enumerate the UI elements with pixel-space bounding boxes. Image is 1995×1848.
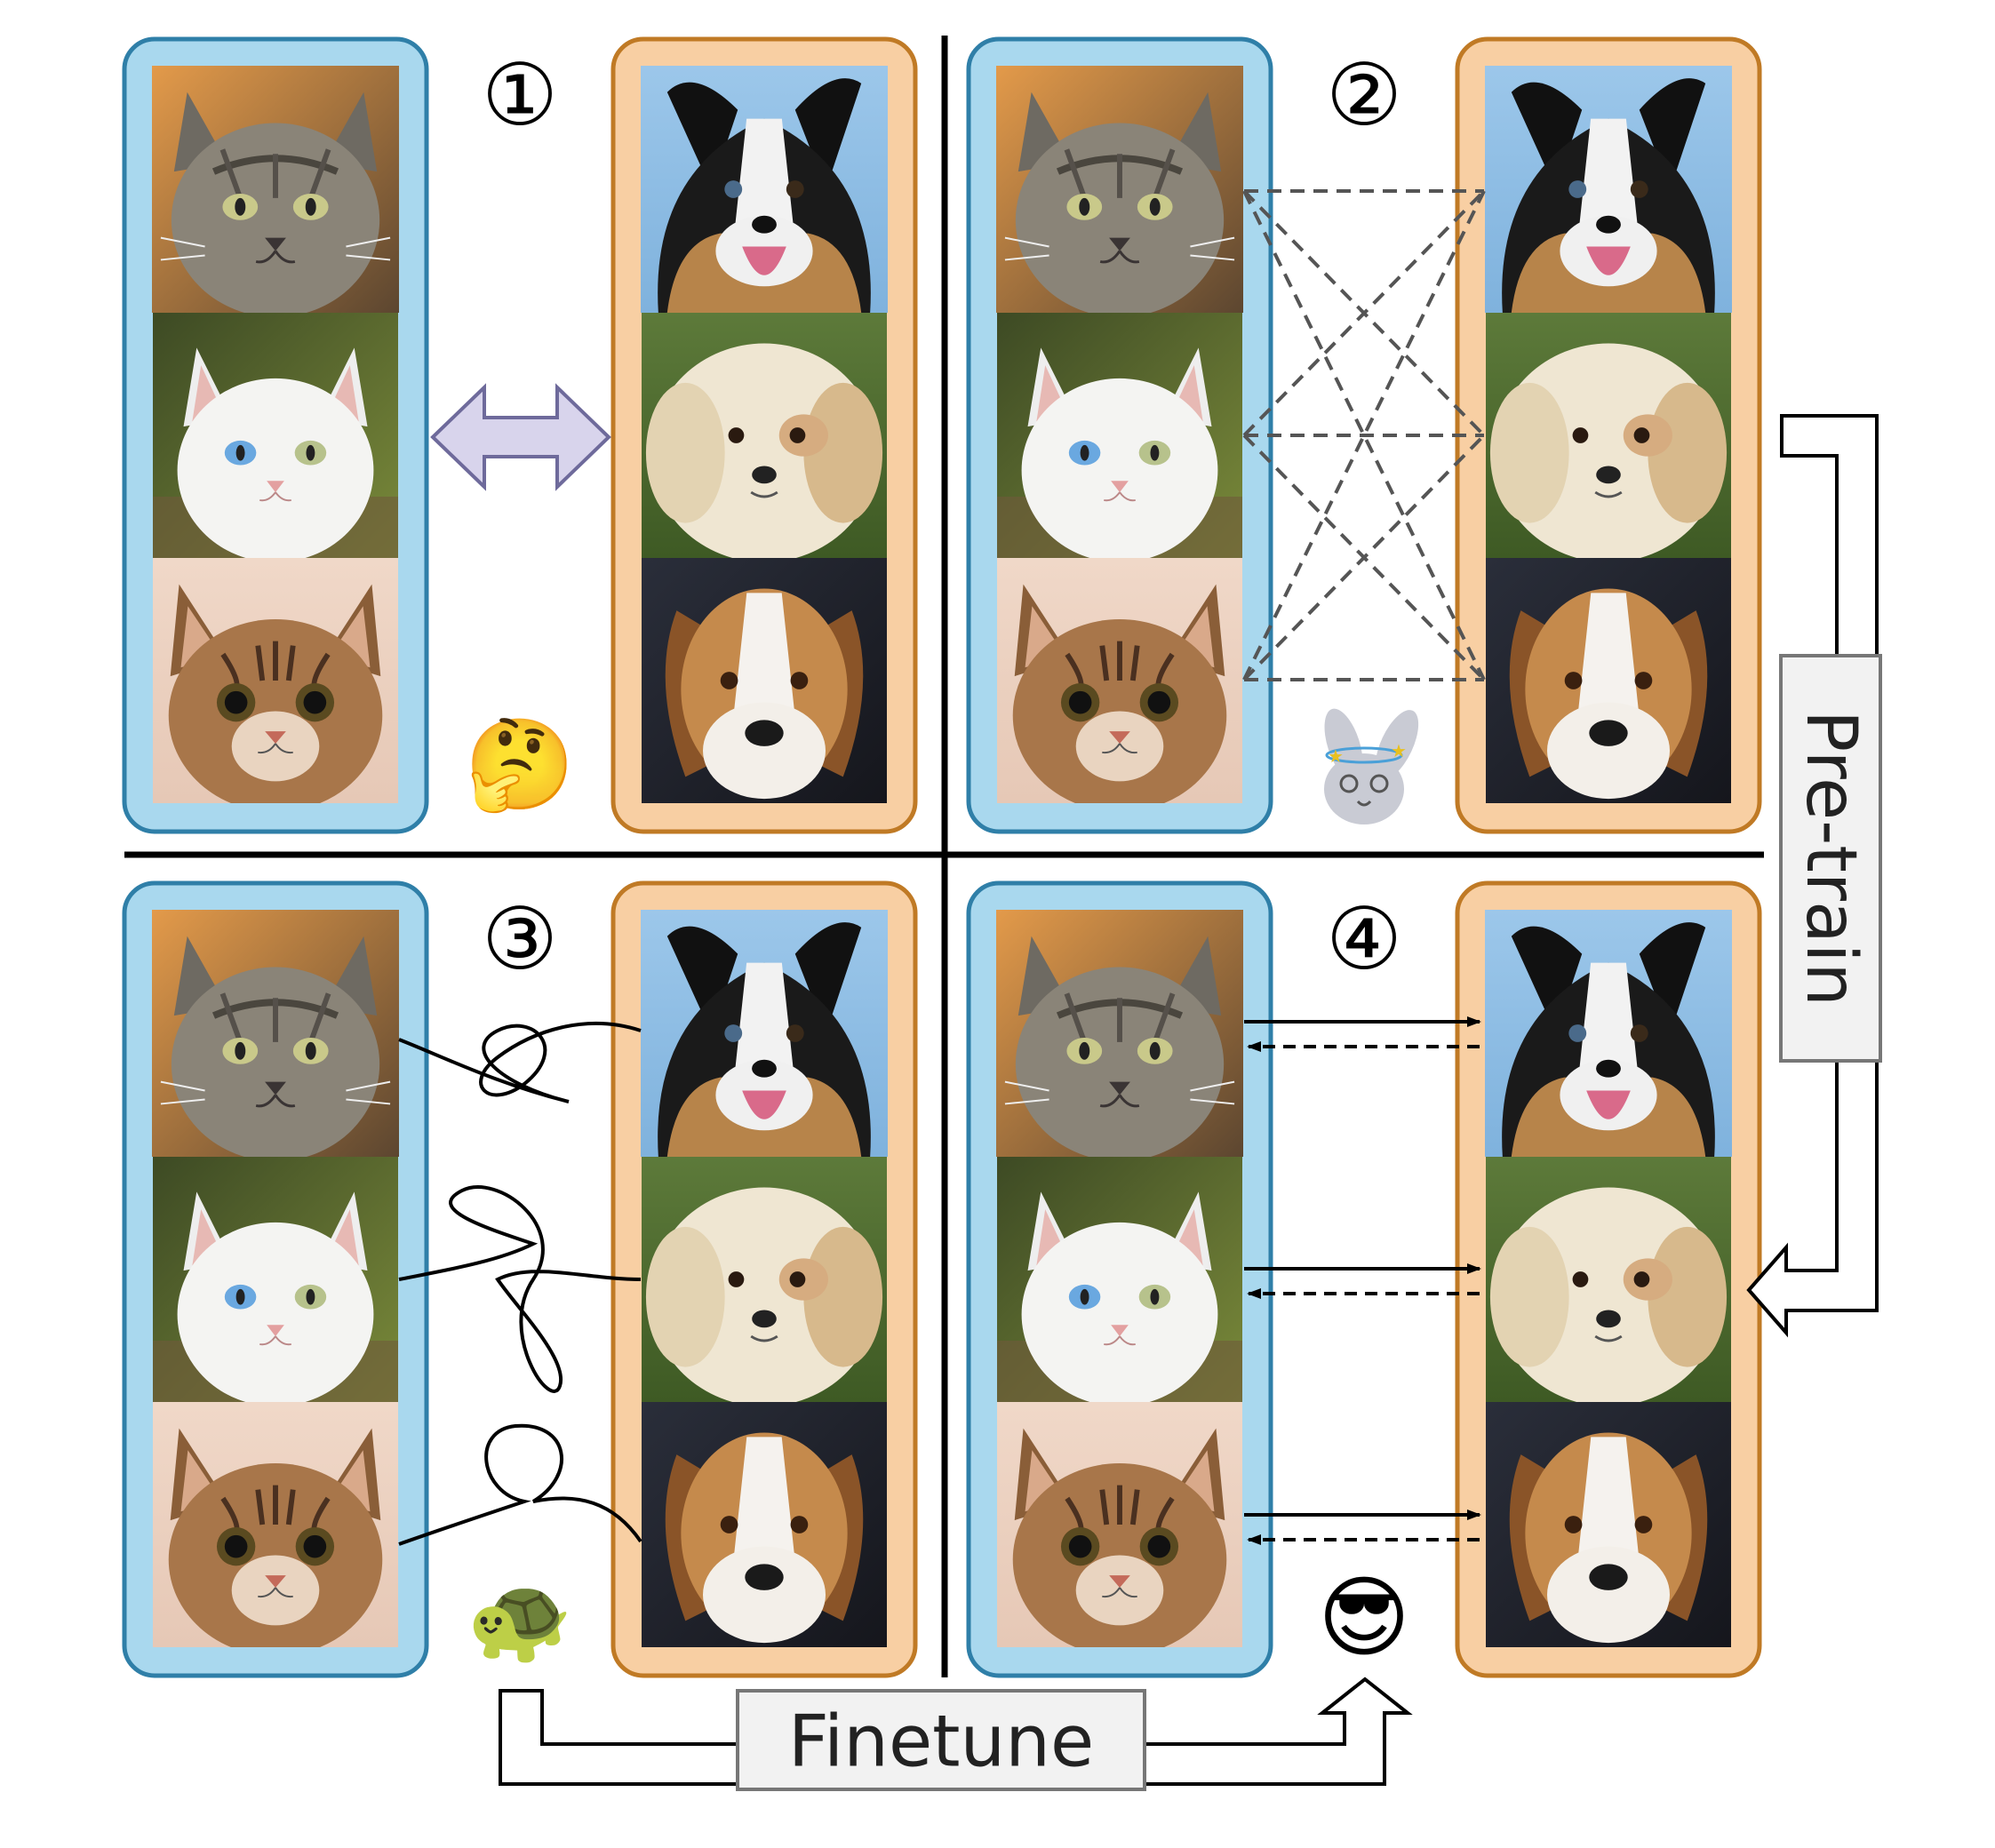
white-dog-image — [641, 313, 888, 558]
pretrain-label: Pre-train — [1791, 710, 1871, 1007]
dizzy-rabbit-icon: ★ ★ — [1324, 708, 1419, 824]
white-cat-image — [996, 1157, 1243, 1402]
beagle-dog-image — [1486, 558, 1731, 803]
collie-dog-image — [1485, 910, 1732, 1157]
turtle-emoji-icon: 🐢 — [467, 1569, 573, 1669]
svg-text:★: ★ — [1328, 745, 1344, 767]
beagle-dog-image — [642, 1402, 887, 1647]
brown-cat-image — [153, 1402, 398, 1656]
thinking-emoji-icon: 🤔 — [465, 713, 576, 816]
collie-dog-image — [641, 66, 888, 313]
brown-cat-image — [997, 558, 1242, 812]
finetune-label: Finetune — [788, 1701, 1094, 1783]
panel-number: ② — [1326, 45, 1402, 145]
tabby-cat-image — [996, 66, 1243, 317]
collie-dog-image — [641, 910, 888, 1157]
svg-text:★: ★ — [1391, 740, 1407, 761]
tabby-cat-image — [152, 910, 399, 1161]
paired-arrows — [1244, 1016, 1481, 1545]
panel-3: ③ 🐢 — [122, 880, 918, 1678]
pretrain-label-box — [1779, 654, 1882, 1063]
beagle-dog-image — [642, 558, 887, 803]
pretrain-flow-arrow — [1746, 414, 1879, 1338]
tabby-cat-image — [996, 910, 1243, 1161]
brown-cat-image — [153, 558, 398, 812]
finetune-label-box — [736, 1689, 1146, 1791]
white-cat-image — [996, 313, 1243, 558]
finetune-flow-arrow — [499, 1677, 1413, 1786]
panel-number: ④ — [1326, 889, 1402, 989]
panel-2: ② ★ ★ — [966, 36, 1762, 834]
double-arrow-icon — [430, 383, 611, 491]
panel-1: ① 🤔 — [122, 36, 918, 834]
collie-dog-image — [1485, 66, 1732, 313]
cool-emoji-icon: 😎 — [1318, 1565, 1410, 1669]
white-cat-image — [152, 313, 399, 558]
tangled-connection-lines — [398, 1021, 642, 1546]
beagle-dog-image — [1486, 1402, 1731, 1647]
tabby-cat-image — [152, 66, 399, 317]
white-cat-image — [152, 1157, 399, 1402]
white-dog-image — [1485, 1157, 1732, 1402]
white-dog-image — [1485, 313, 1732, 558]
panel-4: ④ 😎 — [966, 880, 1762, 1678]
panel-number: ① — [482, 45, 558, 145]
all-pairs-dashed-lines — [1242, 189, 1486, 681]
panel-number: ③ — [482, 889, 558, 989]
brown-cat-image — [997, 1402, 1242, 1656]
white-dog-image — [641, 1157, 888, 1402]
